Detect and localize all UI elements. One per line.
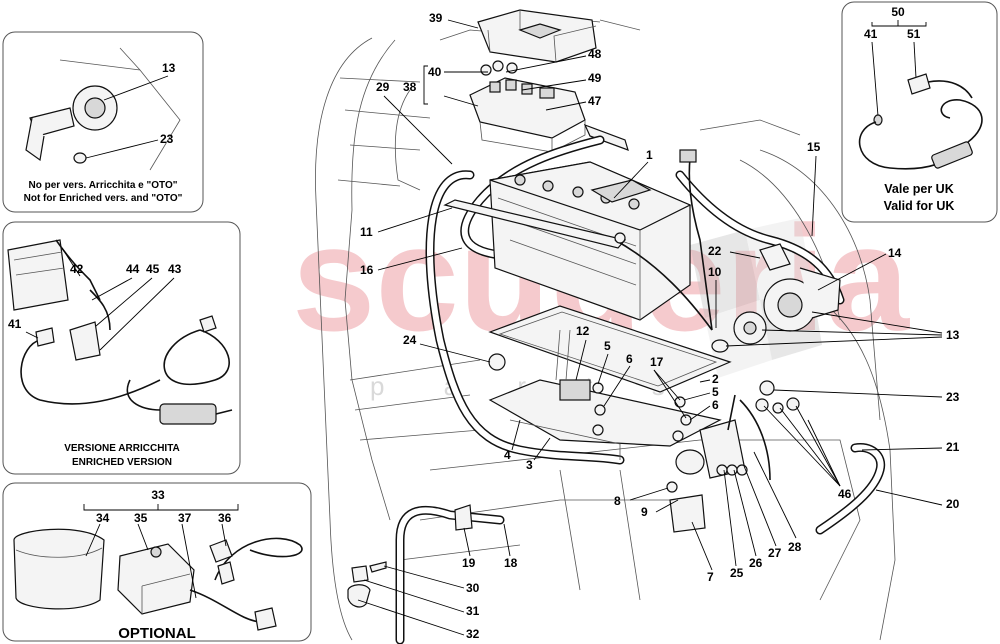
callout-number: 23 bbox=[946, 390, 960, 404]
callout-number: 14 bbox=[888, 246, 902, 260]
callout-number: 37 bbox=[178, 511, 192, 525]
callout-number: 24 bbox=[403, 333, 417, 347]
callout-number: 19 bbox=[462, 556, 476, 570]
fuse-box-base bbox=[469, 60, 629, 153]
callout-number: 7 bbox=[707, 570, 714, 584]
callout-number: 35 bbox=[134, 511, 148, 525]
callout-number: 33 bbox=[151, 488, 165, 502]
hold-down-bar bbox=[443, 199, 713, 331]
callout-number: 3 bbox=[526, 458, 533, 472]
inset-top-left-art bbox=[25, 47, 181, 171]
callout-number: 30 bbox=[466, 581, 480, 595]
callout-number: 39 bbox=[429, 11, 443, 25]
callout-number: 28 bbox=[788, 540, 802, 554]
callout-number: 16 bbox=[360, 263, 374, 277]
callout-number: 43 bbox=[168, 262, 182, 276]
inset-uk: 50 41 51 Vale per UK Valid for UK bbox=[841, 1, 998, 223]
callout-number: 4 bbox=[504, 448, 511, 462]
callout-number: 10 bbox=[708, 265, 722, 279]
callout-number: 38 bbox=[403, 80, 417, 94]
inset-note-english: Not for Enriched vers. and "OTO" bbox=[24, 193, 183, 204]
inset-caption-italian: VERSIONE ARRICCHITA bbox=[64, 443, 180, 454]
callout-number: 49 bbox=[588, 71, 602, 85]
inset-caption-optional: OPTIONAL bbox=[118, 625, 196, 642]
callout-number: 21 bbox=[946, 440, 960, 454]
callout-number: 13 bbox=[162, 61, 176, 75]
callout-number: 5 bbox=[712, 385, 719, 399]
vehicle-structure bbox=[315, 17, 896, 641]
callout-number: 51 bbox=[907, 27, 921, 41]
callout-number: 15 bbox=[807, 140, 821, 154]
drain-hose bbox=[395, 170, 886, 644]
uk-charger-lead bbox=[858, 73, 983, 170]
callout-number: 17 bbox=[650, 355, 664, 369]
inset-caption-italian: Vale per UK bbox=[884, 182, 953, 196]
callout-number: 12 bbox=[576, 324, 590, 338]
callout-number: 6 bbox=[712, 398, 719, 412]
vent-hose bbox=[425, 135, 625, 465]
callout-number: 27 bbox=[768, 546, 782, 560]
callout-number: 50 bbox=[891, 5, 905, 19]
callout-number: 5 bbox=[604, 339, 611, 353]
callout-number: 2 bbox=[712, 372, 719, 386]
inset-enriched-version: 42 44 45 43 41 VERSIONE ARRICCHITA ENRIC… bbox=[2, 221, 241, 475]
fuse-box-cover bbox=[477, 9, 597, 63]
callout-number: 29 bbox=[376, 80, 390, 94]
callout-number: 36 bbox=[218, 511, 232, 525]
callout-number: 11 bbox=[360, 225, 373, 239]
inset-note-italian: No per vers. Arricchita e "OTO" bbox=[29, 180, 178, 191]
callout-number: 31 bbox=[466, 604, 480, 618]
charger-cable bbox=[209, 537, 303, 585]
callout-number: 32 bbox=[466, 627, 480, 641]
battery-tray bbox=[488, 305, 732, 460]
isolator-switch-assembly bbox=[666, 394, 771, 533]
callout-number: 13 bbox=[946, 328, 960, 342]
callout-number: 20 bbox=[946, 497, 960, 511]
callout-number: 48 bbox=[588, 47, 602, 61]
callout-number: 9 bbox=[641, 505, 648, 519]
battery-charger bbox=[117, 543, 277, 631]
callout-number: 34 bbox=[96, 511, 110, 525]
inset-caption-english: ENRICHED VERSION bbox=[72, 457, 172, 468]
callout-number: 22 bbox=[708, 244, 722, 258]
callout-number: 18 bbox=[504, 556, 518, 570]
carry-bag bbox=[13, 528, 105, 610]
callout-number: 41 bbox=[864, 27, 878, 41]
inset-optional: 33 34 35 37 36 OPTIONAL bbox=[2, 482, 312, 642]
callout-number: 1 bbox=[646, 148, 653, 162]
inset-top-left: 13 23 No per vers. Arricchita e "OTO" No… bbox=[2, 31, 204, 213]
small-fasteners bbox=[347, 353, 800, 608]
inset-mid-left-art bbox=[7, 239, 233, 425]
callout-number: 47 bbox=[588, 94, 602, 108]
callout-number: 41 bbox=[8, 317, 22, 331]
callout-number: 25 bbox=[730, 566, 744, 580]
callout-number: 23 bbox=[160, 132, 174, 146]
callout-number: 40 bbox=[428, 65, 442, 79]
callout-number: 6 bbox=[626, 352, 633, 366]
callout-number: 8 bbox=[614, 494, 621, 508]
main-callouts: 39 48 40 38 29 49 47 1 15 11 16 22 14 10… bbox=[357, 11, 960, 641]
callout-number: 26 bbox=[749, 556, 763, 570]
inset-caption-english: Valid for UK bbox=[884, 199, 955, 213]
callout-number: 46 bbox=[838, 487, 852, 501]
callout-number: 45 bbox=[146, 262, 160, 276]
battery-main-switch bbox=[711, 243, 841, 353]
callout-number: 44 bbox=[126, 262, 140, 276]
